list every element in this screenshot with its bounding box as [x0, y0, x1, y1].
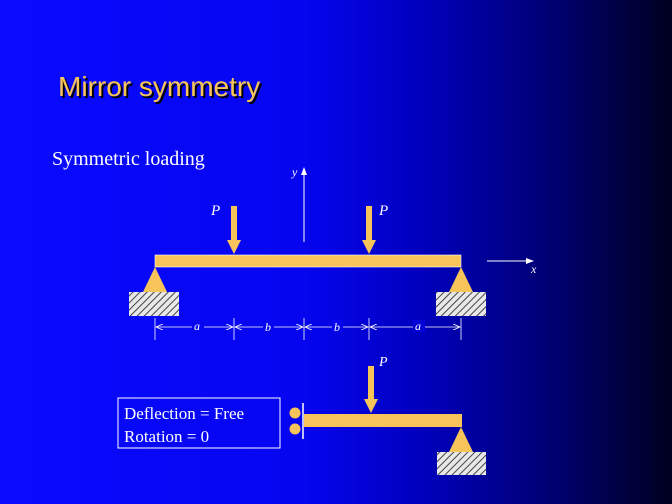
ground-hatch [436, 292, 486, 316]
beam [154, 254, 462, 268]
dimension-label-a: a [194, 319, 200, 333]
pin-support-half [437, 427, 486, 475]
ground-hatch [129, 292, 179, 316]
x-axis-label: x [530, 262, 537, 276]
dimension-label-b: b [265, 320, 271, 334]
rotation-condition: Rotation = 0 [124, 427, 209, 446]
load-label-right: P [378, 203, 388, 219]
half-load-arrow [364, 366, 378, 413]
ground-hatch [437, 452, 486, 475]
symmetric-beam-diagram: y x P P [129, 165, 537, 340]
subtitle: Symmetric loading [52, 148, 205, 170]
half-beam [304, 414, 462, 427]
pin-support-left [129, 267, 179, 316]
deflection-condition: Deflection = Free [124, 404, 244, 423]
pin-support-right [436, 267, 486, 316]
dimension-label-b: b [334, 320, 340, 334]
dimension-label-a: a [415, 319, 421, 333]
half-model-diagram: Deflection = Free Rotation = 0 P [117, 355, 486, 475]
boundary-condition-box [117, 397, 281, 449]
roller-icon [289, 407, 301, 419]
load-label-left: P [210, 203, 220, 219]
load-arrow-right [362, 206, 376, 254]
slide-title: Mirror symmetry [58, 71, 260, 102]
half-load-label: P [378, 355, 388, 370]
load-arrow-left [227, 206, 241, 254]
roller-icon [289, 423, 301, 435]
y-axis-label: y [291, 165, 298, 179]
